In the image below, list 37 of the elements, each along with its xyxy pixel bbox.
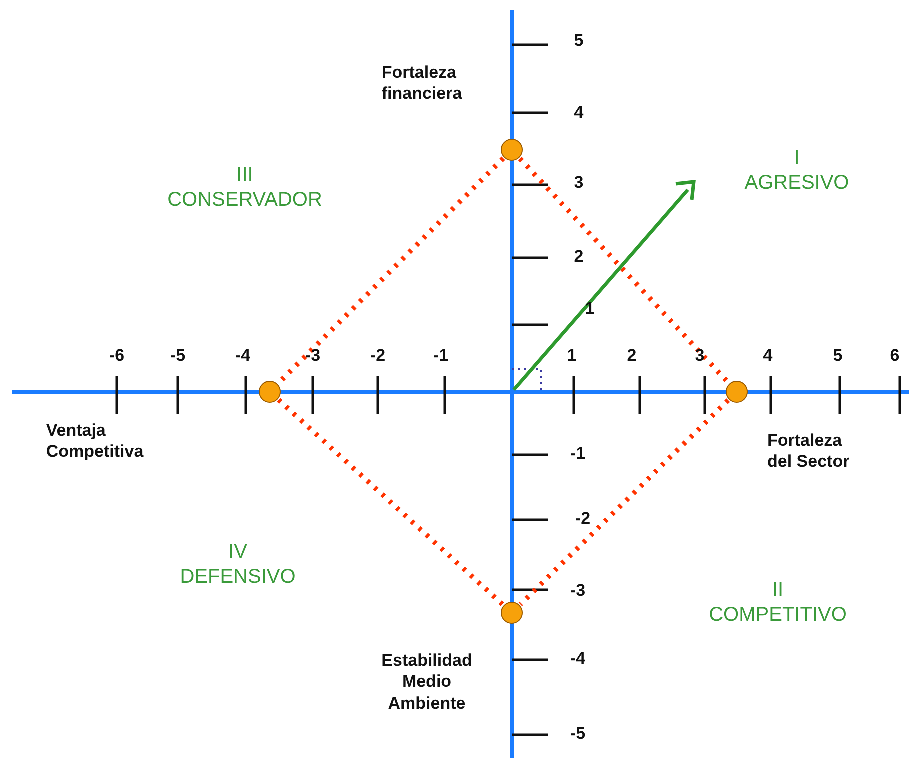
tick-label: -3 [305,345,321,366]
tick-label: -4 [235,345,251,366]
tick-label: 6 [890,345,900,366]
tick-label: 3 [574,172,584,194]
point-marker [259,381,281,403]
tick-label: 2 [574,246,584,268]
axis-title: Fortaleza financiera [382,62,462,104]
tick-label: 5 [833,345,843,366]
tick-label: -3 [570,580,586,602]
axis-title: Fortaleza del Sector [768,430,851,472]
dotted-line [277,398,505,607]
quadrant-label: I AGRESIVO [744,146,850,196]
dotted-line [518,398,730,606]
tick-label: -4 [570,648,586,670]
axis-title: Estabilidad Medio Ambiente [382,650,472,714]
tick-label: -5 [170,345,186,366]
tick-label: -2 [575,508,591,530]
point-marker [501,139,523,161]
tick-label: -1 [433,345,449,366]
axis-title: Ventaja Competitiva [46,420,144,462]
tick-label: 1 [567,345,577,366]
tick-label: 5 [574,30,584,52]
tick-label: 2 [627,345,637,366]
tick-label: -5 [570,723,586,744]
quadrant-label: II COMPETITIVO [709,578,847,628]
dotted-line [518,157,731,385]
tick-label: -1 [570,443,586,464]
tick-label: 1 [585,298,595,320]
tick-label: 4 [574,102,584,124]
quadrant-label: IV DEFENSIVO [180,540,296,590]
quadrant-label: III CONSERVADOR [168,163,322,213]
tick-label: 3 [695,345,705,366]
point-marker [726,381,748,403]
point-marker [501,602,523,624]
tick-label: -2 [370,345,386,366]
tick-label: 4 [763,345,773,366]
tick-label: -6 [109,345,125,366]
